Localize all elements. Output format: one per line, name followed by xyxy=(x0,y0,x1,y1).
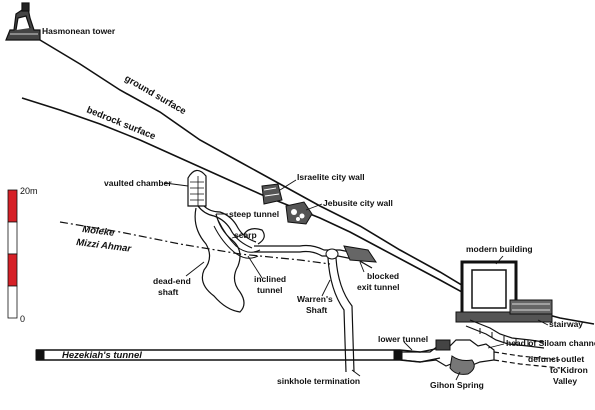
moleke-mizzi-line xyxy=(59,221,331,265)
label-inclined-1: inclined xyxy=(254,274,286,284)
scale-segment-1 xyxy=(7,189,18,223)
label-dead-end-2: shaft xyxy=(158,287,178,297)
scale-segment-2 xyxy=(7,221,18,255)
modern-building-drawing xyxy=(455,260,553,323)
warrens-shaft-drawing xyxy=(327,257,355,373)
label-vaulted-chamber: vaulted chamber xyxy=(104,178,172,188)
vaulted-chamber-drawing xyxy=(187,169,207,207)
israelite-wall-drawing xyxy=(261,183,283,205)
label-gihon-spring: Gihon Spring xyxy=(430,380,484,390)
bedrock-surface-line xyxy=(21,97,471,299)
label-defunct-outlet-3: Valley xyxy=(553,376,577,386)
siloam-head-block xyxy=(435,339,451,351)
leader-lines xyxy=(164,179,549,381)
shaft-top-drawing xyxy=(325,248,339,260)
label-israelite-wall: Israelite city wall xyxy=(297,172,365,182)
label-modern-building: modern building xyxy=(466,244,533,254)
label-inclined-2: tunnel xyxy=(257,285,283,295)
label-mizzi-ahmar: Mizzi Ahmar xyxy=(76,237,133,255)
label-dead-end-1: dead-end xyxy=(153,276,191,286)
label-moleke: Moleke xyxy=(82,224,116,239)
label-steep-tunnel: steep tunnel xyxy=(229,209,279,219)
label-bedrock-surface: bedrock surface xyxy=(85,105,157,143)
blocked-exit-drawing xyxy=(343,245,377,263)
label-jebusite-wall: Jebusite city wall xyxy=(323,198,393,208)
scale-top-label: 20m xyxy=(20,186,38,196)
scale-bottom-label: 0 xyxy=(20,314,25,324)
label-warrens-2: Shaft xyxy=(306,305,327,315)
gihon-spring-drawing xyxy=(449,355,475,375)
stair-steps-drawing xyxy=(479,328,529,346)
inclined-tunnel-drawing xyxy=(213,219,261,259)
label-hasmonean-tower: Hasmonean tower xyxy=(42,26,116,36)
scarp-drawing xyxy=(243,228,265,245)
label-hezekiahs-tunnel: Hezekiah's tunnel xyxy=(62,350,142,361)
label-scarp: scarp xyxy=(234,230,257,240)
stairway-drawing xyxy=(465,319,545,349)
dead-end-shaft-drawing xyxy=(194,207,245,313)
scale-bar: 20m 0 xyxy=(7,186,38,324)
label-stairway: stairway xyxy=(549,319,583,329)
jebusite-wall-drawing xyxy=(285,201,313,225)
scale-segment-3 xyxy=(7,253,18,287)
steep-tunnel-drawing xyxy=(197,205,257,249)
label-blocked-exit-1: blocked xyxy=(367,271,399,281)
label-blocked-exit-2: exit tunnel xyxy=(357,282,400,292)
label-lower-tunnel: lower tunnel xyxy=(378,334,428,344)
label-sinkhole: sinkhole termination xyxy=(277,376,360,386)
label-defunct-outlet-2: to Kidron xyxy=(550,365,588,375)
defunct-outlet-lines xyxy=(493,351,561,369)
label-ground-surface: ground surface xyxy=(123,73,188,117)
scale-segment-4 xyxy=(7,285,18,319)
label-defunct-outlet-1: defunct outlet xyxy=(528,354,584,364)
label-warrens-1: Warren's xyxy=(297,294,333,304)
hasmonean-tower-drawing xyxy=(5,2,41,41)
label-head-siloam: head of Siloam channel xyxy=(506,338,595,348)
